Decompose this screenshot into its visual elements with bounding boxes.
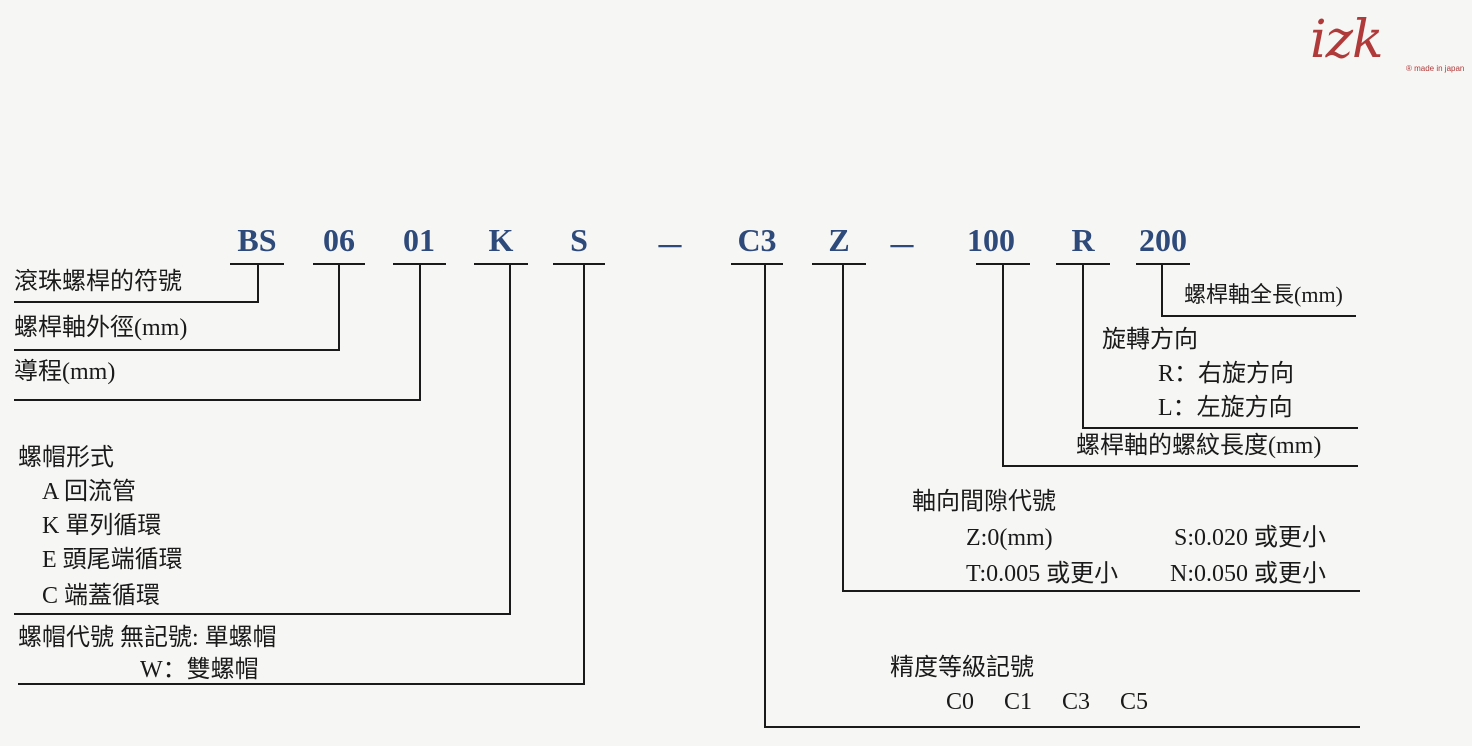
code-part-r: R (1071, 222, 1095, 258)
leader-k (14, 264, 511, 615)
code-part-k: K (488, 222, 514, 258)
code-separator-2: － (885, 229, 918, 265)
leader-06 (14, 264, 340, 351)
label-ball-screw: 滾珠螺桿的符號 (14, 269, 182, 295)
leader-c3 (764, 264, 1360, 728)
leader-200 (1161, 264, 1356, 317)
label-nut-code-line2: W：雙螺帽 (140, 657, 259, 683)
label-precision-grades: C0 C1 C3 C5 (946, 689, 1149, 715)
code-part-c3: C3 (737, 222, 777, 258)
label-clearance-n: N:0.050 或更小 (1170, 561, 1326, 587)
leader-r (1082, 264, 1358, 429)
label-nut-type-c: C 端蓋循環 (42, 583, 161, 609)
code-part-z: Z (828, 222, 850, 258)
label-precision-title: 精度等級記號 (890, 655, 1034, 681)
label-clearance-title: 軸向間隙代號 (912, 489, 1056, 515)
label-direction-l: L：左旋方向 (1158, 395, 1293, 421)
brand-logo: izk ® made in japan (1310, 10, 1464, 73)
label-shaft-diameter: 螺桿軸外徑(mm) (14, 315, 188, 341)
label-nut-type-k: K 單列循環 (42, 513, 162, 539)
label-total-length: 螺桿軸全長(mm) (1184, 282, 1343, 307)
label-direction-r: R：右旋方向 (1158, 361, 1295, 387)
code-part-100: 100 (967, 222, 1015, 258)
label-nut-type-title: 螺帽形式 (18, 445, 114, 471)
leader-01 (14, 264, 421, 401)
label-nut-code-line1: 螺帽代號 無記號: 單螺帽 (18, 625, 277, 651)
leader-bs (14, 264, 259, 303)
code-part-01: 01 (403, 222, 435, 258)
label-clearance-s: S:0.020 或更小 (1174, 525, 1327, 551)
leader-s (18, 264, 585, 685)
label-clearance-t: T:0.005 或更小 (966, 561, 1119, 587)
label-nut-type-a: A 回流管 (42, 479, 137, 505)
label-lead: 導程(mm) (14, 359, 116, 385)
leader-z (842, 264, 1360, 592)
logo-wordmark: izk (1310, 10, 1384, 70)
label-nut-type-e: E 頭尾端循環 (42, 547, 183, 573)
label-clearance-z: Z:0(mm) (966, 525, 1053, 551)
leader-100 (1002, 264, 1358, 467)
code-part-200: 200 (1139, 222, 1187, 258)
code-part-bs: BS (237, 222, 277, 258)
code-part-s: S (570, 222, 588, 258)
label-thread-length: 螺桿軸的螺紋長度(mm) (1076, 433, 1322, 459)
code-part-06: 06 (323, 222, 355, 258)
code-separator-1: － (653, 229, 686, 265)
logo-tagline: ® made in japan (1406, 64, 1465, 73)
label-direction-title: 旋轉方向 (1102, 327, 1198, 353)
